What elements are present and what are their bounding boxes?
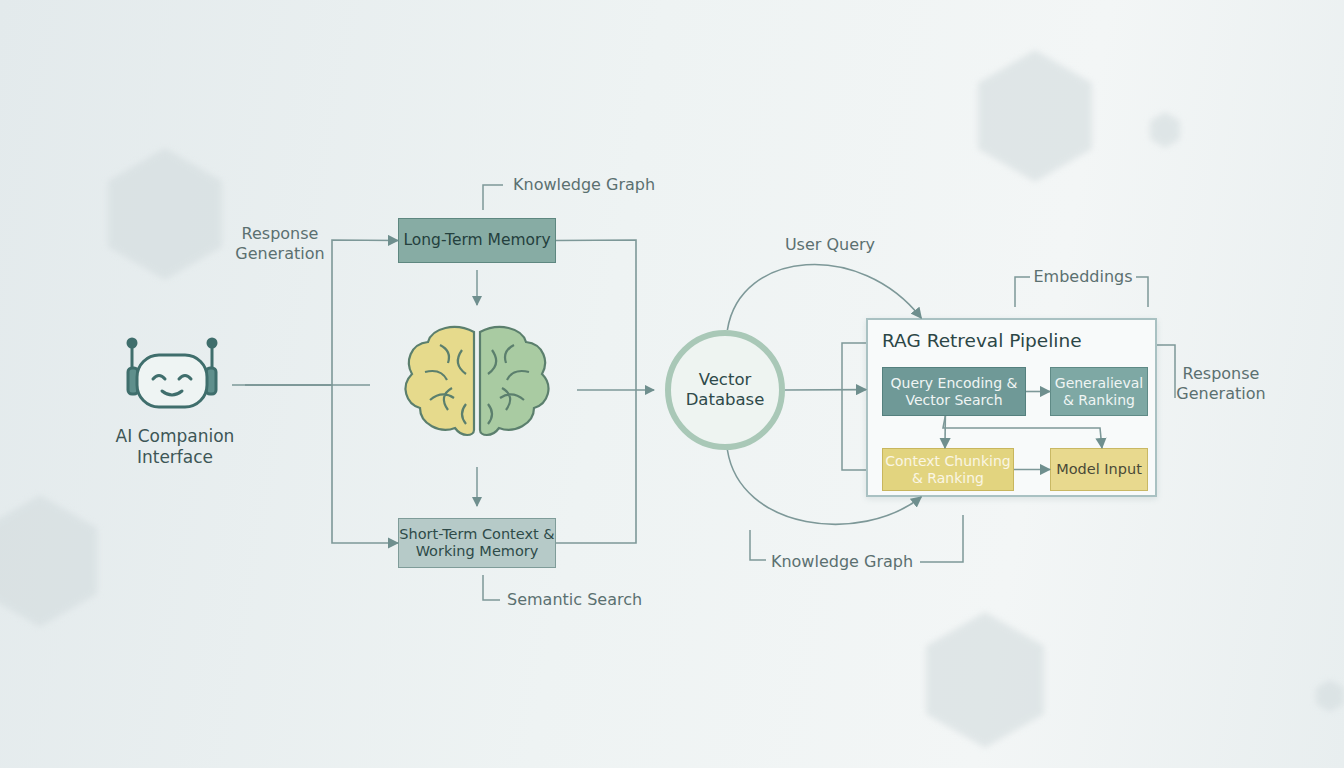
process-box: Generalieval & Ranking (1050, 367, 1148, 416)
node-text: Generalieval & Ranking (1051, 375, 1147, 409)
annotation-label: Knowledge Graph (771, 552, 913, 572)
connector-line (785, 389, 866, 391)
process-box: Query Encoding & Vector Search (882, 367, 1026, 416)
layout-lines (232, 185, 1175, 600)
node-text: Model Input (1056, 461, 1142, 478)
node-text: Query Encoding & Vector Search (883, 375, 1025, 409)
annotation-label: Semantic Search (507, 590, 642, 610)
brain-illustration (406, 327, 549, 435)
memory-box: Long-Term Memory (398, 218, 556, 263)
process-box: Model Input (1050, 448, 1148, 491)
annotation-label: Response Generation (220, 224, 340, 264)
node-text: Vector Database (679, 370, 771, 410)
connector-line (245, 385, 398, 543)
annotation-label: Embeddings (1033, 267, 1132, 287)
node-text: Context Chunking & Ranking (883, 453, 1013, 487)
hexagon-decor (0, 50, 1344, 748)
database-circle: Vector Database (665, 330, 785, 450)
robot-icon (128, 339, 216, 407)
annotation-label: User Query (785, 235, 875, 255)
interface-node: AI Companion Interface (105, 335, 245, 467)
pipeline-panel: RAG Retreval PipelineQuery Encoding & Ve… (866, 318, 1157, 497)
node-text: Short-Term Context & Working Memory (399, 526, 555, 561)
memory-box: Short-Term Context & Working Memory (398, 518, 556, 568)
annotation-label: Knowledge Graph (513, 175, 655, 195)
node-text: Long-Term Memory (403, 231, 550, 250)
panel-title: RAG Retreval Pipeline (882, 330, 1082, 352)
process-box: Context Chunking & Ranking (882, 448, 1014, 491)
node-text: AI Companion Interface (110, 426, 240, 467)
connector-line (556, 240, 636, 543)
annotation-label: Response Generation (1161, 364, 1281, 404)
